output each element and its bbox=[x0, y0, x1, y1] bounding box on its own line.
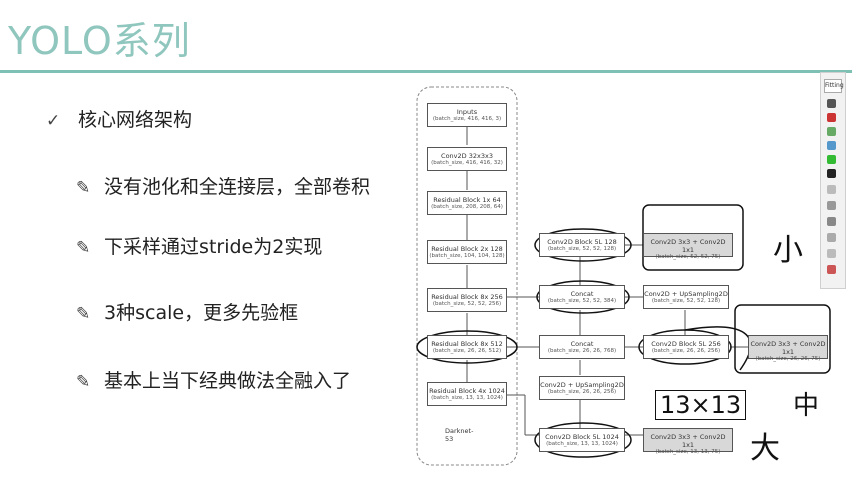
handwriting-medium: 中 bbox=[793, 391, 820, 421]
bright-green-color-icon[interactable] bbox=[827, 155, 836, 164]
black-color-icon[interactable] bbox=[827, 169, 836, 178]
output-13-scale: Conv2D 3x3 + Conv2D 1x1(batch_size, 13, … bbox=[643, 428, 733, 455]
line-tool-icon[interactable] bbox=[827, 217, 836, 226]
title-divider bbox=[0, 70, 852, 73]
block-residual-4x-1024: Residual Block 4x 1024(batch_size, 13, 1… bbox=[427, 382, 507, 406]
eraser-icon[interactable] bbox=[827, 185, 836, 194]
clear-icon[interactable] bbox=[827, 265, 836, 274]
pencil-icon: ✎ bbox=[76, 304, 91, 324]
pencil-icon: ✎ bbox=[76, 178, 91, 198]
bullet-no-pooling: ✎ 没有池化和全连接层，全部卷积 bbox=[76, 176, 371, 198]
block-residual-8x-256: Residual Block 8x 256(batch_size, 52, 52… bbox=[427, 288, 507, 312]
block-upsample-52: Conv2D + UpSampling2D(batch_size, 52, 52… bbox=[643, 285, 729, 309]
pencil-icon: ✎ bbox=[76, 372, 91, 392]
block-conv2d-5l-1024: Conv2D Block 5L 1024(batch_size, 13, 13,… bbox=[539, 428, 625, 452]
block-conv2d-32: Conv2D 32x3x3(batch_size, 416, 416, 32) bbox=[427, 147, 507, 171]
block-residual-1x: Residual Block 1x 64(batch_size, 208, 20… bbox=[427, 191, 507, 215]
check-icon: ✓ bbox=[46, 111, 61, 131]
annotation-toolbar[interactable]: Fitting bbox=[820, 72, 846, 289]
block-residual-8x-512: Residual Block 8x 512(batch_size, 26, 26… bbox=[427, 335, 507, 359]
block-concat-26: Concat(batch_size, 26, 26, 768) bbox=[539, 335, 625, 359]
bullet-classic: ✎ 基本上当下经典做法全融入了 bbox=[76, 370, 352, 392]
block-conv2d-5l-128: Conv2D Block 5L 128(batch_size, 52, 52, … bbox=[539, 233, 625, 257]
bullet-scale: ✎ 3种scale，更多先验框 bbox=[76, 302, 299, 324]
diagram-lines bbox=[416, 86, 831, 466]
slide-title: YOLO系列 bbox=[8, 19, 191, 63]
undo-icon[interactable] bbox=[827, 233, 836, 242]
block-inputs: Inputs(batch_size, 416, 416, 3) bbox=[427, 103, 507, 127]
blue-color-icon[interactable] bbox=[827, 141, 836, 150]
red-color-icon[interactable] bbox=[827, 113, 836, 122]
output-52-scale: Conv2D 3x3 + Conv2D 1x1(batch_size, 52, … bbox=[643, 233, 733, 260]
block-residual-2x: Residual Block 2x 128(batch_size, 104, 1… bbox=[427, 240, 507, 264]
block-concat-52: Concat(batch_size, 52, 52, 384) bbox=[539, 285, 625, 309]
green-color-icon[interactable] bbox=[827, 127, 836, 136]
output-26-scale: Conv2D 3x3 + Conv2D 1x1(batch_size, 26, … bbox=[748, 335, 828, 362]
handwriting-small: 小 bbox=[773, 233, 803, 268]
shape-tool-icon[interactable] bbox=[827, 201, 836, 210]
bullet-stride: ✎ 下采样通过stride为2实现 bbox=[76, 236, 323, 258]
handwriting-13x13: 13×13 bbox=[655, 390, 747, 420]
redo-icon[interactable] bbox=[827, 249, 836, 258]
block-conv2d-5l-256: Conv2D Block 5L 256(batch_size, 26, 26, … bbox=[643, 335, 729, 359]
darknet-label: Darknet-53 bbox=[445, 427, 474, 443]
pencil-icon: ✎ bbox=[76, 238, 91, 258]
fitting-button[interactable]: Fitting bbox=[824, 79, 844, 93]
pen-tool-icon[interactable] bbox=[827, 99, 836, 108]
bullet-architecture: ✓ 核心网络架构 bbox=[46, 109, 193, 131]
handwriting-large: 大 bbox=[750, 431, 780, 466]
block-upsample-26: Conv2D + UpSampling2D(batch_size, 26, 26… bbox=[539, 376, 625, 400]
